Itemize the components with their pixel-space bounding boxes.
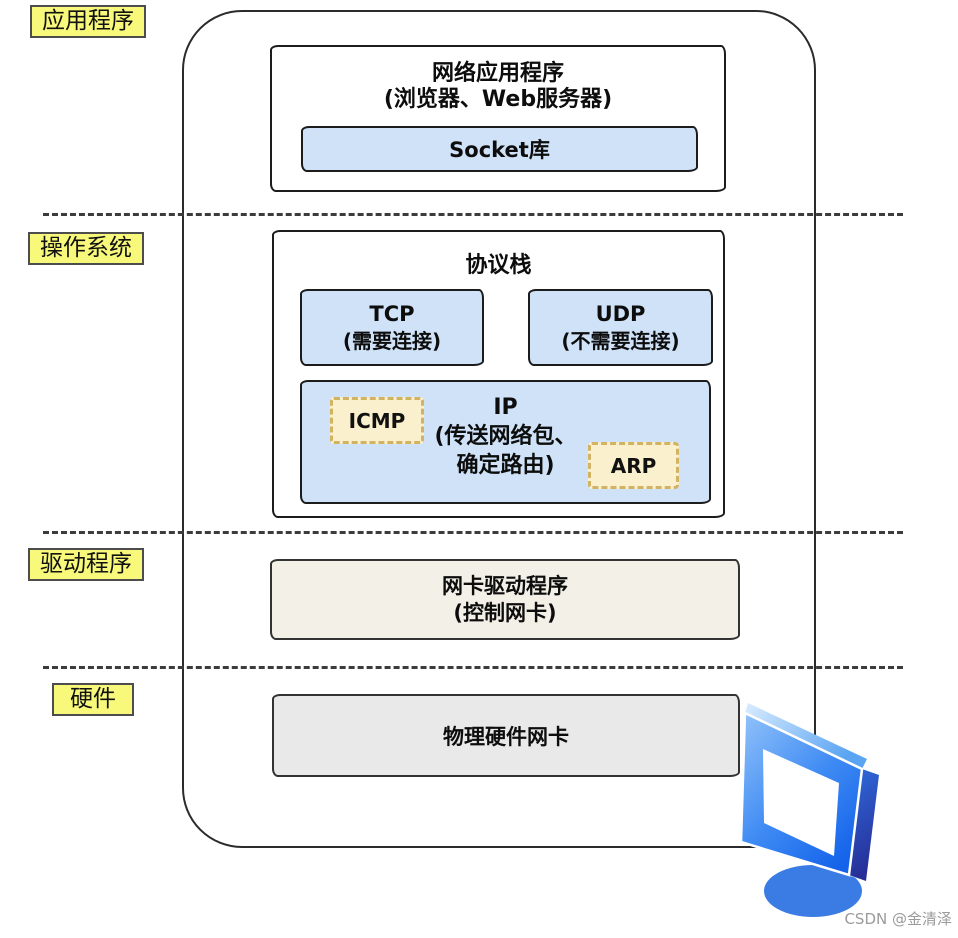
tcp-desc: (需要连接) [342,328,442,353]
label-application-layer: 应用程序 [30,5,146,38]
separator-app-os [43,213,903,216]
label-driver-layer: 驱动程序 [28,548,144,581]
socket-library-box: Socket库 [301,126,698,172]
monitor-side-face [849,769,879,881]
ip-box: IP (传送网络包、 确定路由) ICMP ARP [300,380,711,504]
udp-name: UDP [595,301,646,326]
tcp-name: TCP [369,301,415,326]
separator-os-driver [43,531,903,534]
csdn-watermark: CSDN @金清泽 [844,910,952,928]
nic-driver-subtitle: (控制网卡) [453,600,557,625]
network-application-title: 网络应用程序 [431,61,564,86]
ip-name: IP [493,395,518,420]
computer-monitor-icon [739,703,879,917]
computer-boundary-outline [182,10,816,848]
ip-desc-line2: 确定路由) [456,453,555,478]
monitor-top-bevel [745,703,867,769]
ip-desc-line1: (传送网络包、 [434,424,577,449]
label-os-layer: 操作系统 [28,232,144,265]
nic-driver-box: 网卡驱动程序 (控制网卡) [270,559,740,640]
arp-box: ARP [588,442,679,489]
protocol-stack-box: 协议栈 TCP (需要连接) UDP (不需要连接) IP (传送网络包、 确定… [272,230,725,518]
monitor-base [764,865,862,917]
icmp-box: ICMP [330,397,424,444]
label-hardware-layer: 硬件 [52,683,134,716]
tcp-box: TCP (需要连接) [300,289,484,366]
network-application-box: 网络应用程序 (浏览器、Web服务器) Socket库 [270,45,726,192]
physical-nic-box: 物理硬件网卡 [272,694,740,777]
separator-driver-hardware [43,666,903,669]
protocol-stack-title: 协议栈 [465,253,532,278]
udp-box: UDP (不需要连接) [528,289,713,366]
monitor-screen [763,749,839,856]
udp-desc: (不需要连接) [561,328,680,353]
nic-driver-title: 网卡驱动程序 [442,573,568,598]
ip-text: IP (传送网络包、 确定路由) [302,393,709,480]
network-application-subtitle: (浏览器、Web服务器) [383,87,613,112]
